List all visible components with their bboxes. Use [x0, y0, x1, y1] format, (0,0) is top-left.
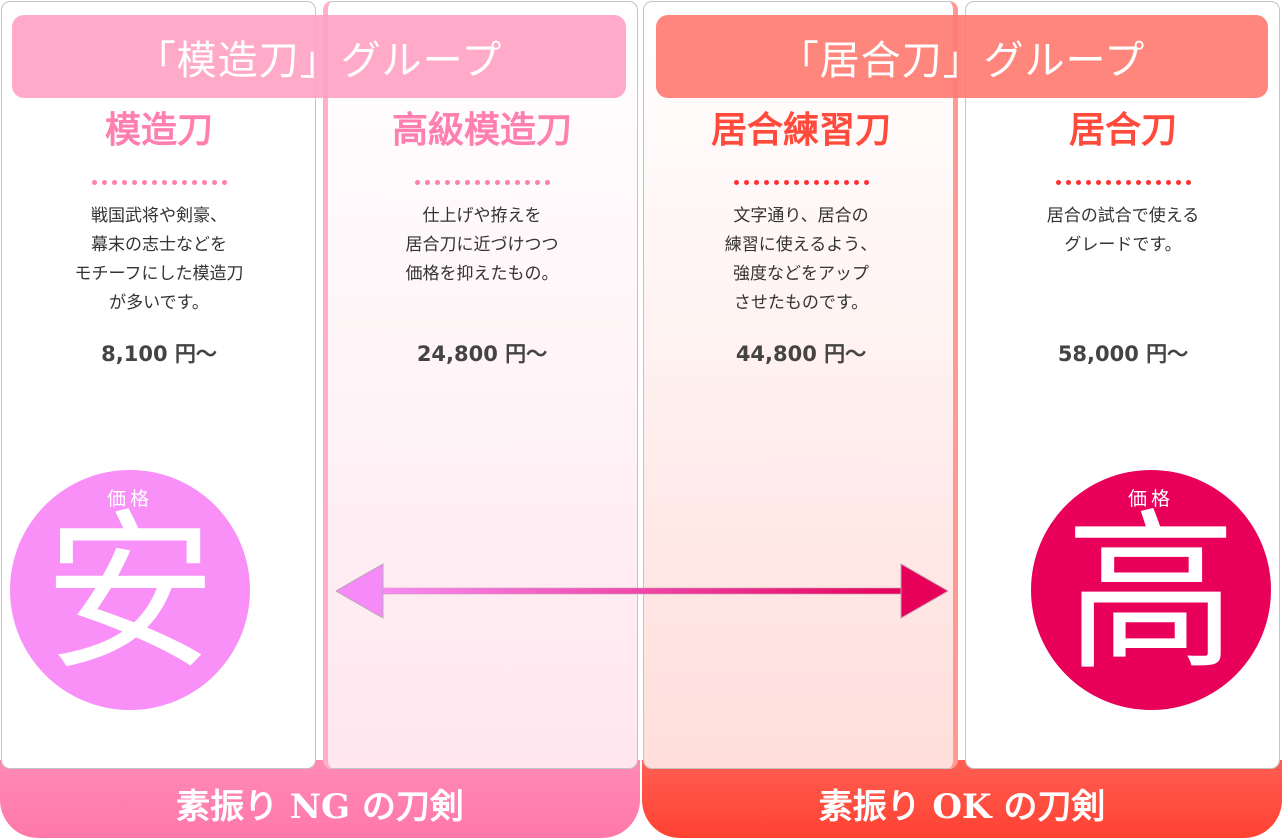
column-description: 文字通り、居合の 練習に使えるよう、 強度などをアップ させたものです。 [724, 206, 878, 313]
dotted-divider [643, 162, 959, 202]
column-iai-renshuto: 居合練習刀 文字通り、居合の 練習に使えるよう、 強度などをアップ させたもので… [643, 100, 959, 368]
footer-swing-ng: 素振り NG の刀剣 [0, 760, 640, 838]
price-high-badge: 価格 高 [1031, 470, 1271, 710]
price-low-badge: 価格 安 [10, 470, 250, 710]
footer-swing-ok: 素振り OK の刀剣 [642, 760, 1282, 838]
group-header-mozoto: 「模造刀」グループ [12, 15, 626, 98]
column-title: 高級模造刀 [391, 110, 572, 151]
column-description: 仕上げや拵えを 居合刀に近づけつつ 価格を抑えたもの。 [405, 206, 559, 284]
card-koukyu-mozoto [323, 1, 638, 769]
price-high-glyph: 高 [1065, 493, 1237, 694]
dotted-divider [324, 162, 640, 202]
price-caption: 価格 [106, 488, 153, 510]
column-price: 24,800 円〜 [416, 342, 548, 366]
column-price: 8,100 円〜 [101, 342, 217, 366]
column-description: 戦国武将や剣豪、 幕末の志士などを モチーフにした模造刀 が多いです。 [74, 206, 244, 313]
column-mozoto: 模造刀 戦国武将や剣豪、 幕末の志士などを モチーフにした模造刀 が多いです。 … [1, 100, 317, 368]
price-caption: 価格 [1127, 488, 1174, 510]
dotted-divider [965, 162, 1281, 202]
group-header-iaito: 「居合刀」グループ [656, 15, 1268, 98]
card-iai-renshuto [643, 1, 958, 769]
column-price: 58,000 円〜 [1057, 342, 1189, 366]
column-price: 44,800 円〜 [735, 342, 867, 366]
column-iaito: 居合刀 居合の試合で使える グレードです。 58,000 円〜 [965, 100, 1281, 368]
dotted-divider [1, 162, 317, 202]
column-title: 模造刀 [104, 110, 213, 151]
double-arrow-icon [336, 563, 948, 619]
price-low-glyph: 安 [44, 493, 216, 694]
column-koukyu-mozoto: 高級模造刀 仕上げや拵えを 居合刀に近づけつつ 価格を抑えたもの。 24,800… [324, 100, 640, 368]
column-title: 居合刀 [1068, 110, 1177, 151]
column-title: 居合練習刀 [710, 110, 891, 151]
column-description: 居合の試合で使える グレードです。 [1046, 206, 1200, 255]
